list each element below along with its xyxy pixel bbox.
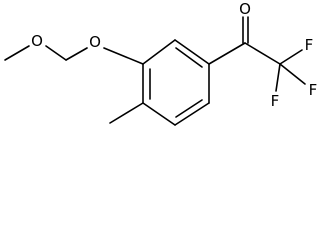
atom-o-carbonyl: O <box>239 0 251 18</box>
ring-double-bond-bottom <box>175 99 203 118</box>
bond-carbonyl-cf3 <box>244 42 281 65</box>
atom-f-mid: F <box>309 81 318 99</box>
atom-o-ring: O <box>89 33 101 51</box>
ring-bond-1 <box>142 39 176 65</box>
bond-ring-carbonyl <box>208 42 246 65</box>
bond-o-ch2 <box>45 45 67 61</box>
bond-c-f-bottom <box>275 63 281 92</box>
bond-ring-methyl <box>109 102 144 124</box>
bond-ch2-o <box>65 47 88 61</box>
bond-methyl-o <box>4 45 30 61</box>
ring-bond-2 <box>174 39 210 65</box>
atom-o-methoxy: O <box>31 32 43 50</box>
bond-c-f-top <box>279 49 303 65</box>
ring-double-bond-top <box>175 47 203 68</box>
atom-f-top: F <box>305 36 314 54</box>
bond-o-ring <box>103 47 144 65</box>
ring-bond-4 <box>174 102 210 126</box>
bonds <box>4 16 306 126</box>
atom-labels: O O O F F F <box>31 0 317 110</box>
bond-c-f-mid <box>279 63 306 85</box>
ring-bond-5 <box>142 102 176 126</box>
chemical-structure-diagram: O O O F F F <box>4 0 317 126</box>
atom-f-bottom: F <box>271 92 280 110</box>
